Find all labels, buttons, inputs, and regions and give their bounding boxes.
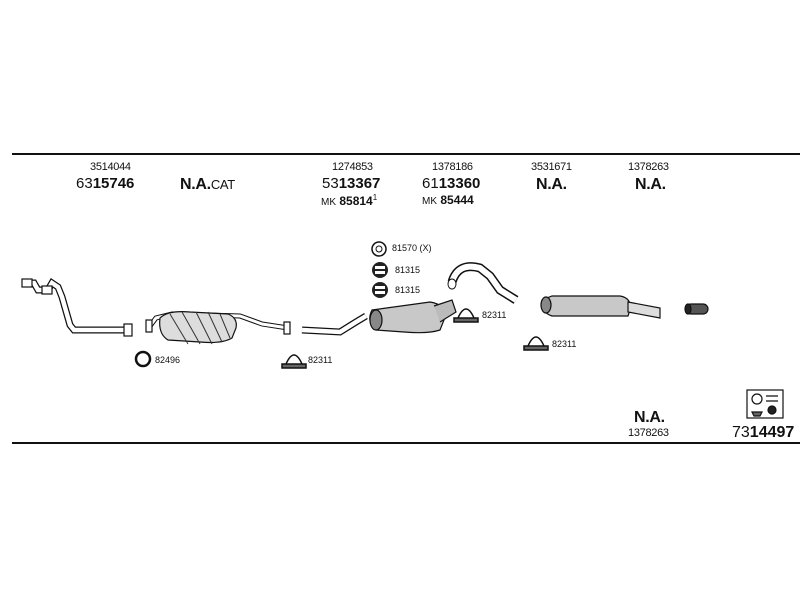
label-82311-b: 82311 xyxy=(482,310,507,320)
col1-part-number[interactable]: 6315746 xyxy=(76,176,134,191)
front-pipe-shape[interactable] xyxy=(21,278,133,337)
label-82311-a: 82311 xyxy=(308,355,333,365)
col3-main: 13367 xyxy=(338,175,381,192)
col1-prefix: 63 xyxy=(76,175,93,192)
tailpipe-tip-shape[interactable] xyxy=(684,303,709,315)
label-82311-c: 82311 xyxy=(552,339,577,349)
col4-small-number: 1378186 xyxy=(432,161,473,173)
gasket-82496-icon[interactable] xyxy=(134,350,152,368)
clamp-82311-b-icon[interactable] xyxy=(453,308,479,323)
col4-mk-tag: MK xyxy=(422,196,437,207)
middle-pipe-shape[interactable] xyxy=(301,312,368,336)
col4-main: 13360 xyxy=(438,175,481,192)
bottom-na-label: N.A. xyxy=(634,409,665,426)
col2-na-suffix: CAT xyxy=(210,177,235,192)
mounting-kit-icon[interactable] xyxy=(746,389,784,419)
clamp-82311-c-icon[interactable] xyxy=(523,336,549,351)
top-rule xyxy=(12,153,800,155)
bottom-small-number: 1378263 xyxy=(628,427,669,439)
label-81570: 81570 (X) xyxy=(392,243,432,253)
col3-small-number: 1274853 xyxy=(332,161,373,173)
col4-prefix: 61 xyxy=(422,175,439,192)
label-81315-a: 81315 xyxy=(395,265,421,275)
col4-mk-number[interactable]: MK 85444 xyxy=(422,194,474,207)
kit-part-number[interactable]: 7314497 xyxy=(732,425,794,441)
col3-mk-value: 85814 xyxy=(339,194,373,208)
col6-na-label: N.A. xyxy=(635,176,666,193)
col5-na-label: N.A. xyxy=(536,176,567,193)
col3-mk-tag: MK xyxy=(321,197,336,208)
col6-small-number: 1378263 xyxy=(628,161,669,173)
label-82496: 82496 xyxy=(155,355,181,365)
col2-na-label: N.A.CAT xyxy=(180,177,235,193)
col1-small-number: 3514044 xyxy=(90,161,131,173)
clamp-82311-a-icon[interactable] xyxy=(281,354,307,369)
rear-silencer-shape[interactable] xyxy=(540,295,661,319)
col1-main: 15746 xyxy=(92,175,135,192)
bottom-rule xyxy=(12,442,800,444)
col3-mk-number[interactable]: MK 858141 xyxy=(321,194,377,208)
kit-prefix: 73 xyxy=(732,424,750,441)
rubber-mount-81315-b-icon[interactable] xyxy=(372,282,388,298)
catalytic-converter-shape[interactable] xyxy=(145,311,291,345)
col2-na: N.A. xyxy=(180,176,211,193)
col4-mk-value: 85444 xyxy=(440,193,474,207)
middle-silencer-shape[interactable] xyxy=(369,299,457,334)
col3-mk-sup: 1 xyxy=(372,193,378,202)
kit-main: 14497 xyxy=(749,424,795,441)
col3-prefix: 53 xyxy=(322,175,339,192)
gasket-81570-icon[interactable] xyxy=(371,241,387,257)
col5-small-number: 3531671 xyxy=(531,161,572,173)
label-81315-b: 81315 xyxy=(395,285,421,295)
rubber-mount-81315-a-icon[interactable] xyxy=(372,262,388,278)
col4-part-number[interactable]: 6113360 xyxy=(422,176,480,191)
intermediate-pipe-shape[interactable] xyxy=(447,262,519,304)
col3-part-number[interactable]: 5313367 xyxy=(322,176,380,191)
